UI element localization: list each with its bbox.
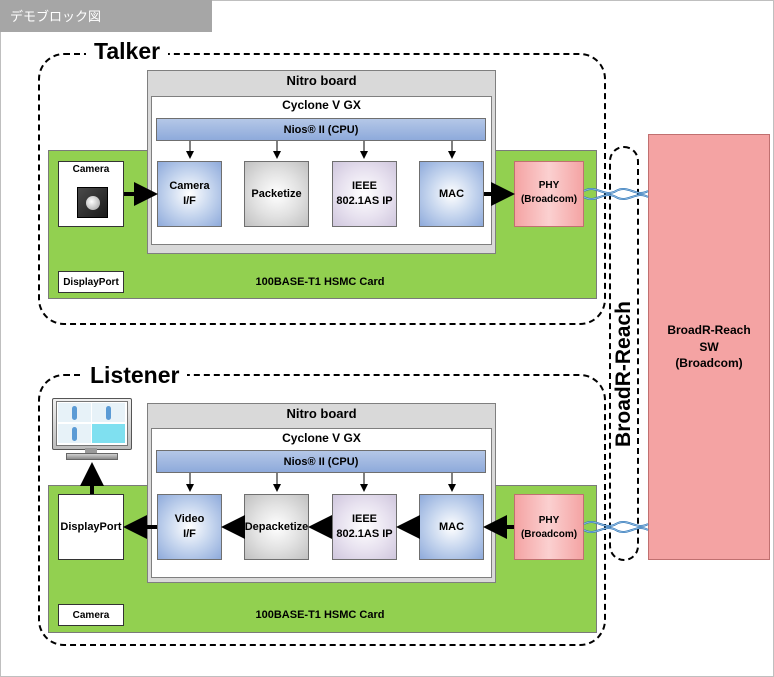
listener-cable: [583, 527, 649, 533]
listener-camera-box: Camera: [58, 604, 124, 626]
talker-packetize-block: Packetize: [244, 161, 309, 227]
header-tab: デモブロック図: [0, 0, 212, 32]
listener-video-if-block: Video I/F: [157, 494, 222, 560]
listener-card-label: 100BASE-T1 HSMC Card: [255, 609, 385, 621]
listener-phy-block: [514, 494, 584, 560]
talker-camera-label: Camera: [72, 164, 110, 175]
talker-section: [38, 53, 606, 325]
listener-cable: [583, 521, 649, 527]
talker-displayport-box: DisplayPort: [58, 271, 124, 293]
talker-cable: [583, 188, 649, 194]
talker-cable: [583, 194, 649, 200]
broadr-reach-bus: [609, 146, 639, 561]
talker-nios-cpu: Nios® II (CPU): [156, 118, 486, 141]
listener-section: [38, 374, 606, 646]
talker-phy-label: PHY (Broadcom): [520, 180, 578, 205]
broadr-reach-switch: BroadR-Reach SW (Broadcom): [648, 134, 770, 560]
listener-ieee-8021as-block: IEEE 802.1AS IP: [332, 494, 397, 560]
talker-nitro-label: Nitro board: [286, 73, 357, 88]
talker-mac-block: MAC: [419, 161, 484, 227]
talker-ieee-8021as-block: IEEE 802.1AS IP: [332, 161, 397, 227]
listener-cyclone-label: Cyclone V GX: [282, 431, 361, 445]
listener-depacketize-block: Depacketize: [244, 494, 309, 560]
listener-nitro-label: Nitro board: [286, 406, 357, 421]
listener-phy-label: PHY (Broadcom): [520, 515, 578, 540]
talker-cyclone-label: Cyclone V GX: [282, 98, 361, 112]
talker-title: Talker: [86, 38, 169, 65]
monitor-icon: [52, 398, 132, 460]
talker-camera-if-block: Camera I/F: [157, 161, 222, 227]
listener-mac-block: MAC: [419, 494, 484, 560]
talker-phy-block: [514, 161, 584, 227]
listener-nios-cpu: Nios® II (CPU): [156, 450, 486, 473]
talker-card-label: 100BASE-T1 HSMC Card: [255, 276, 385, 288]
listener-title: Listener: [82, 362, 188, 389]
camera-icon: [77, 187, 108, 218]
